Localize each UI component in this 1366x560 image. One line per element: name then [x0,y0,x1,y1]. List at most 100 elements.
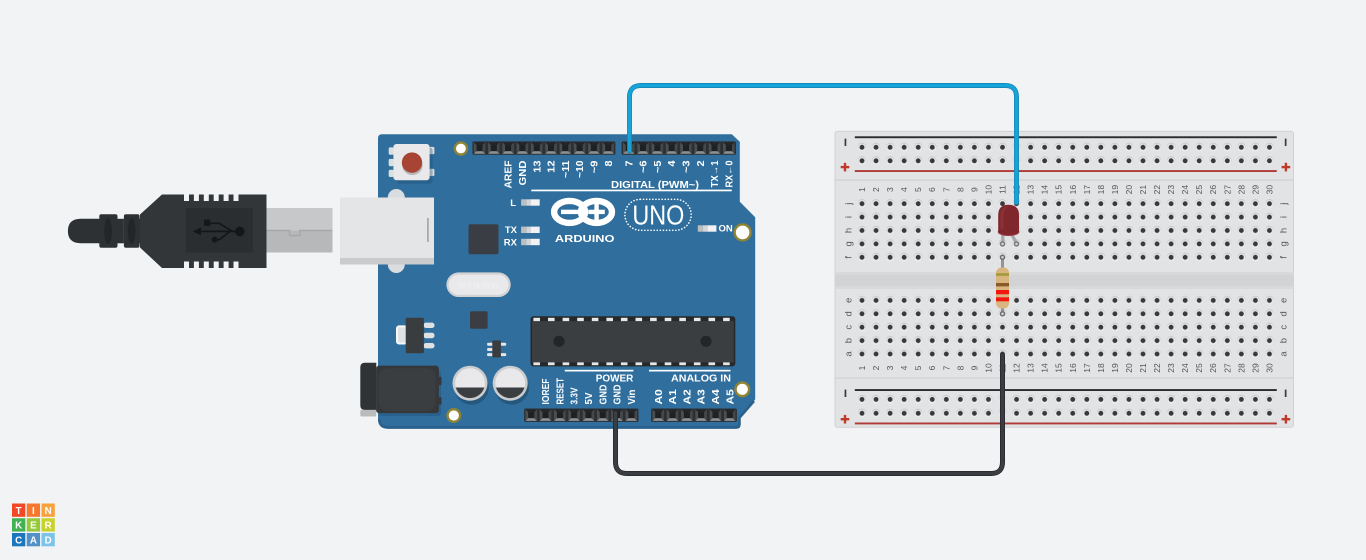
svg-text:4: 4 [899,187,909,192]
svg-text:j: j [1279,203,1290,206]
svg-text:i: i [1279,216,1290,218]
svg-text:5: 5 [913,187,923,192]
svg-text:29: 29 [1250,363,1260,373]
svg-text:d: d [1279,311,1290,316]
svg-text:7: 7 [941,187,951,192]
svg-text:11: 11 [998,185,1008,194]
svg-text:j: j [844,203,855,206]
svg-text:17: 17 [1082,185,1092,195]
svg-text:3.3V: 3.3V [570,387,581,404]
svg-text:23: 23 [1166,363,1176,373]
svg-text:12: 12 [547,160,558,173]
svg-text:26: 26 [1208,363,1218,373]
svg-text:g: g [1279,241,1290,246]
svg-text:13: 13 [532,160,543,173]
svg-text:28: 28 [1236,185,1246,195]
svg-text:RESET: RESET [556,378,567,405]
svg-text:AREF: AREF [504,160,515,188]
svg-text:22: 22 [1152,185,1162,195]
svg-text:~5: ~5 [653,160,664,173]
svg-text:15: 15 [1054,185,1064,195]
svg-text:28: 28 [1236,363,1246,373]
svg-text:GND: GND [518,161,529,186]
svg-text:2: 2 [696,160,707,166]
svg-text:A5: A5 [725,389,736,405]
svg-text:25: 25 [1194,363,1204,373]
svg-text:18: 18 [1096,363,1106,373]
svg-text:i: i [844,216,855,218]
svg-text:RX←0: RX←0 [725,160,736,187]
svg-text:10: 10 [984,185,994,195]
svg-text:a: a [1279,351,1290,357]
svg-text:b: b [844,338,855,343]
svg-text:6: 6 [927,365,937,370]
svg-text:f: f [1279,256,1290,259]
svg-text:T: T [16,506,22,517]
svg-text:b: b [1279,338,1290,343]
svg-text:ANALOG IN: ANALOG IN [671,373,731,384]
svg-text:4: 4 [899,365,909,370]
svg-text:27: 27 [1222,363,1232,373]
svg-text:19: 19 [1110,363,1120,373]
svg-text:13: 13 [1026,185,1036,195]
svg-text:DIGITAL (PWM~): DIGITAL (PWM~) [611,180,699,191]
svg-text:14: 14 [1040,185,1050,195]
svg-text:14: 14 [1040,363,1050,373]
svg-text:SPK16.000G: SPK16.000G [459,281,499,290]
svg-text:24: 24 [1180,185,1190,195]
svg-text:UNO: UNO [632,200,684,231]
svg-text:13: 13 [1026,363,1036,373]
svg-text:A0: A0 [654,389,665,405]
svg-text:Vin: Vin [627,390,638,405]
svg-text:RX: RX [504,238,518,249]
svg-text:K: K [15,521,22,532]
svg-text:C: C [15,535,22,546]
svg-text:30: 30 [1265,185,1275,195]
svg-text:ARDUINO: ARDUINO [555,233,615,245]
svg-text:~6: ~6 [639,160,650,173]
svg-text:g: g [844,241,855,246]
svg-text:IOREF: IOREF [541,379,552,405]
svg-text:8: 8 [604,160,615,166]
svg-text:A1: A1 [668,389,679,405]
svg-text:GND: GND [598,385,609,405]
svg-text:~9: ~9 [590,160,601,173]
svg-text:3: 3 [885,187,895,192]
svg-text:~11: ~11 [561,160,572,178]
svg-text:7: 7 [624,160,635,166]
svg-text:17: 17 [1082,363,1092,373]
svg-text:26: 26 [1208,185,1218,195]
svg-text:1: 1 [857,365,867,370]
svg-text:f: f [844,256,855,259]
svg-text:3: 3 [885,365,895,370]
svg-text:18: 18 [1096,185,1106,195]
svg-text:h: h [844,228,855,233]
svg-text:TX: TX [505,225,518,236]
svg-text:POWER: POWER [596,373,634,384]
svg-text:~3: ~3 [682,160,693,173]
svg-text:D: D [45,535,52,546]
svg-text:A4: A4 [711,389,722,405]
svg-text:a: a [844,351,855,357]
svg-text:21: 21 [1138,363,1148,373]
svg-text:ON: ON [719,224,733,235]
svg-text:d: d [844,311,855,316]
svg-text:~10: ~10 [575,160,586,178]
svg-text:10: 10 [984,363,994,373]
svg-text:24: 24 [1180,363,1190,373]
svg-text:1: 1 [857,187,867,192]
svg-text:2: 2 [871,365,881,370]
svg-text:A2: A2 [683,389,694,405]
svg-text:c: c [1279,325,1290,330]
svg-text:4: 4 [667,160,678,166]
svg-text:c: c [844,325,855,330]
svg-text:9: 9 [969,365,979,370]
svg-text:8: 8 [955,187,965,192]
svg-text:23: 23 [1166,185,1176,195]
svg-text:e: e [1279,298,1290,303]
svg-text:22: 22 [1152,363,1162,373]
svg-text:16: 16 [1068,363,1078,373]
svg-text:16: 16 [1068,185,1078,195]
svg-text:A: A [30,535,37,546]
svg-text:19: 19 [1110,185,1120,195]
